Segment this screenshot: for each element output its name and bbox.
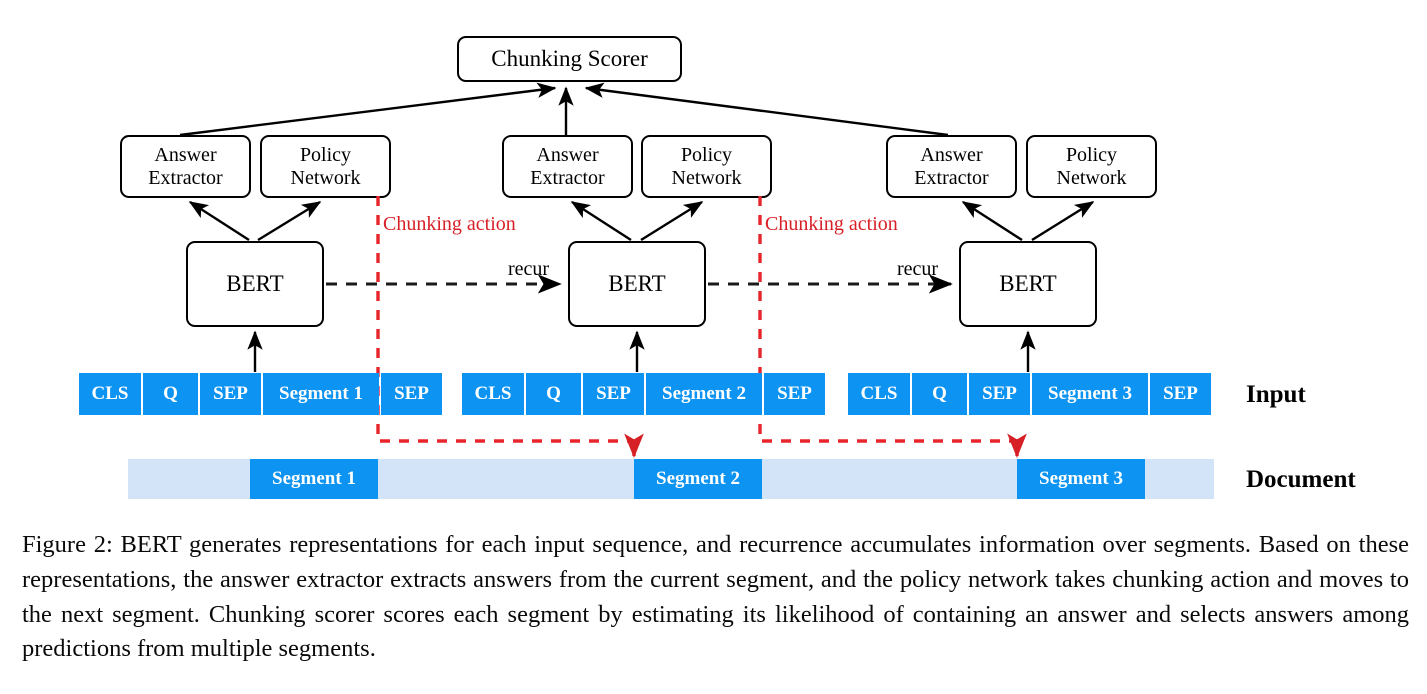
node-policy-network-2: Policy Network [641,135,772,198]
node-bert-1-label: BERT [226,271,284,297]
node-policy-network-1: Policy Network [260,135,391,198]
document-segment-1: Segment 1 [250,459,378,499]
label-recur-1: recur [508,258,550,280]
input-token-sep-3b: SEP [1150,373,1211,415]
node-answer-extractor-1: Answer Extractor [120,135,251,198]
node-answer-extractor-1-line2: Extractor [148,166,223,189]
node-bert-1: BERT [186,241,324,327]
row-label-input: Input [1246,381,1306,408]
node-bert-3: BERT [959,241,1097,327]
node-policy-network-2-line2: Network [671,166,742,189]
figure-diagram: Chunking Scorer Answer Extractor Policy … [79,36,1356,499]
input-token-q-1: Q [143,373,198,415]
node-bert-3-label: BERT [999,271,1057,297]
input-token-segment-3: Segment 3 [1032,373,1148,415]
document-segment-2: Segment 2 [634,459,762,499]
label-recur-2: recur [897,258,939,280]
node-answer-extractor-2-line1: Answer [536,144,599,167]
label-chunking-action-1: Chunking action [383,213,516,235]
input-token-segment-2: Segment 2 [646,373,762,415]
input-token-sep-2a: SEP [583,373,644,415]
node-chunking-scorer: Chunking Scorer [457,36,682,82]
node-answer-extractor-2: Answer Extractor [502,135,633,198]
node-bert-2-label: BERT [608,271,666,297]
node-policy-network-1-line2: Network [290,166,361,189]
node-policy-network-2-line1: Policy [680,144,733,167]
node-bert-2: BERT [568,241,706,327]
input-token-cls-2: CLS [462,373,524,415]
node-answer-extractor-1-line1: Answer [154,144,217,167]
document-segment-3: Segment 3 [1017,459,1145,499]
input-token-sep-1a: SEP [200,373,261,415]
node-answer-extractor-2-line2: Extractor [530,166,605,189]
node-answer-extractor-3-line2: Extractor [914,166,989,189]
node-policy-network-3: Policy Network [1026,135,1157,198]
input-token-segment-1: Segment 1 [263,373,379,415]
node-policy-network-3-line1: Policy [1065,144,1118,167]
node-answer-extractor-3-line1: Answer [920,144,983,167]
input-token-sep-2b: SEP [764,373,825,415]
input-token-sep-3a: SEP [969,373,1030,415]
input-token-cls-3: CLS [848,373,910,415]
row-label-document: Document [1246,466,1356,493]
node-policy-network-1-line1: Policy [299,144,352,167]
node-answer-extractor-3: Answer Extractor [886,135,1017,198]
figure-caption: Figure 2: BERT generates representations… [22,531,1409,663]
input-token-sep-1b: SEP [381,373,442,415]
node-policy-network-3-line2: Network [1056,166,1127,189]
label-chunking-action-2: Chunking action [765,213,898,235]
input-token-q-2: Q [526,373,581,415]
input-token-cls-1: CLS [79,373,141,415]
input-token-q-3: Q [912,373,967,415]
node-chunking-scorer-label: Chunking Scorer [491,46,648,72]
